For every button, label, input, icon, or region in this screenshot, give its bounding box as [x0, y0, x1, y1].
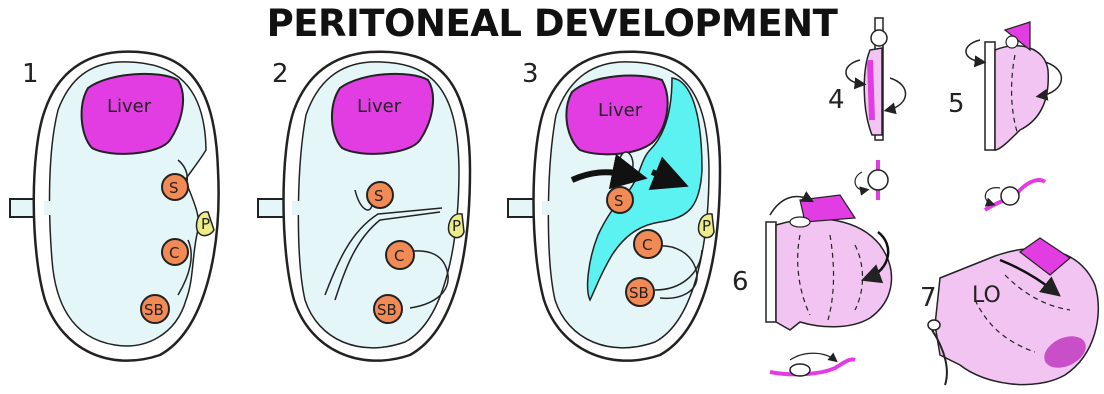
stage-7: 7 LO — [920, 238, 1098, 385]
stage-1-number: 1 — [22, 59, 39, 89]
stage-1: 1 Liver S C SB P — [10, 52, 219, 361]
stage-3-liver-label: Liver — [598, 100, 643, 121]
stage-6: 6 — [732, 195, 891, 376]
stage-6-number: 6 — [732, 267, 749, 297]
stage-7-number: 7 — [920, 283, 937, 313]
stage-3: 3 Liver S C SB P — [508, 52, 720, 361]
stage-4-rotate-arrow-left — [846, 60, 862, 84]
stage-3-pancreas-label: P — [702, 217, 711, 235]
stage-2-small-bowel-label: SB — [377, 301, 397, 319]
stage-5-number: 5 — [948, 89, 965, 119]
stage-4-number: 4 — [828, 85, 845, 115]
stage-6-stalk — [766, 222, 776, 322]
stage-3-small-bowel-label: SB — [629, 284, 649, 302]
stage-4-cross-section — [868, 170, 888, 190]
stage-2-pancreas-label: P — [452, 217, 461, 235]
stage-3-stomach-label: S — [614, 192, 624, 210]
stage-1-colon-label: C — [169, 244, 179, 262]
stage-7-lesser-omentum — [935, 249, 1098, 385]
stage-7-lo-label: LO — [972, 283, 1001, 308]
stage-5-rotate-arrow-left — [966, 40, 982, 62]
stage-1-small-bowel-label: SB — [144, 301, 164, 319]
stage-2-number: 2 — [272, 59, 289, 89]
stage-4-rotate-arrow-right — [888, 78, 906, 110]
stage-1-liver-label: Liver — [107, 96, 152, 117]
stage-3-number: 3 — [522, 59, 539, 89]
stage-6-cross-section — [790, 364, 810, 376]
stage-5-cross-section — [1001, 187, 1019, 205]
stage-2: 2 Liver S C SB P — [258, 52, 470, 361]
stage-1-stomach-label: S — [169, 179, 179, 197]
stage-5-mesogastrium — [995, 46, 1048, 150]
stage-5-stalk — [985, 42, 995, 150]
stage-2-colon-label: C — [394, 247, 404, 265]
stage-3-colon-label: C — [642, 236, 652, 254]
stage-1-pancreas-label: P — [201, 215, 210, 233]
stage-2-liver-label: Liver — [357, 96, 402, 117]
stage-4: 4 — [828, 18, 906, 200]
stage-5: 5 — [948, 22, 1061, 210]
stage-2-stomach-label: S — [374, 187, 384, 205]
stage-4-stomach-ring — [871, 30, 887, 46]
